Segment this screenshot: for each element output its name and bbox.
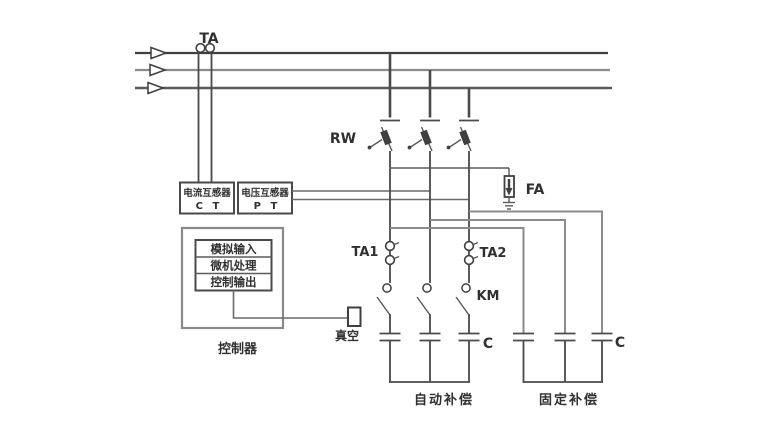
arrester-fa: FA <box>390 167 545 210</box>
fixed-bank-label: 固定补偿 <box>539 392 599 408</box>
pt-box-name: 电压互感器 <box>241 187 289 199</box>
capacitor-icon <box>419 332 441 382</box>
ct-sensor-ta1: TA1 <box>352 240 400 266</box>
c-label-fixed: C <box>615 335 625 351</box>
km-contactor-c <box>455 283 471 333</box>
controller-box <box>180 226 285 330</box>
controller-row-control-output: 控制输出 <box>211 275 257 289</box>
fuse-body-icon <box>459 129 471 146</box>
controller-row-analog-input: 模拟输入 <box>211 242 257 256</box>
fuse-rw-phase-b <box>407 70 440 283</box>
ct-coil-icon <box>204 42 216 54</box>
pt-box-abbr: P T <box>254 201 281 212</box>
fuse-lever <box>369 138 383 149</box>
km-contactor-b <box>416 283 432 333</box>
bus-arrow-icon <box>149 63 168 77</box>
ct-coil-icon <box>463 254 475 266</box>
controller-group: 模拟输入 微机处理 控制输出 控制器 <box>180 226 348 357</box>
fuse-lever-dot <box>407 145 412 150</box>
ct-coil-icon <box>384 240 396 252</box>
pt-box-group: 电压互感器 P T <box>237 181 469 215</box>
ta-label: TA <box>199 31 218 47</box>
arrester-arrow-head <box>505 188 513 196</box>
fixed-feed-phase-c <box>469 210 603 333</box>
fixed-bank-feeds <box>390 210 603 333</box>
auto-capacitor-bank: C 自动补偿 <box>379 332 493 408</box>
coil-tick <box>473 241 479 246</box>
ground-icon <box>503 201 515 210</box>
km-label: KM <box>476 289 499 304</box>
switch-blade <box>376 296 391 316</box>
capacitor-icon <box>513 332 534 382</box>
fuse-body-icon <box>420 129 432 146</box>
contact-icon <box>382 283 392 293</box>
ct-sensor-ta2: TA2 <box>463 240 507 266</box>
switch-blade <box>416 296 431 316</box>
fuse-body-icon <box>380 129 392 146</box>
km-contactor-a <box>376 283 392 333</box>
bus-lines <box>135 46 612 95</box>
pt-box <box>237 181 293 215</box>
vacuum-switch-icon <box>347 306 362 327</box>
rw-label: RW <box>330 131 356 147</box>
vacuum-switch-group: 真空 <box>335 306 362 343</box>
controller-row-mcu-processing: 微机处理 <box>210 259 257 273</box>
controller-label: 控制器 <box>218 341 258 357</box>
fuse-rw-phase-c <box>446 88 479 283</box>
fixed-feed-phase-b <box>430 219 566 333</box>
capacitor-icon <box>591 332 613 382</box>
ct-box <box>179 181 235 215</box>
fuse-lever-dot <box>446 145 451 150</box>
control-output-line <box>232 290 348 319</box>
ta1-label: TA1 <box>352 245 379 260</box>
auto-bank-label: 自动补偿 <box>414 392 474 408</box>
controller-inner-box <box>194 239 273 292</box>
bus-arrow-icon <box>147 81 166 95</box>
coil-tick <box>473 255 479 260</box>
ct-box-name: 电流互感器 <box>183 187 231 199</box>
current-transformer-ta: TA <box>195 31 219 183</box>
fixed-feed-phase-a <box>390 227 525 333</box>
fuse-lever-dot <box>367 145 372 150</box>
capacitor-icon <box>458 332 480 382</box>
bus-arrow-icon <box>150 46 169 60</box>
fuse-lever <box>448 138 462 149</box>
contact-icon <box>461 283 471 293</box>
ct-coil-icon <box>195 42 206 54</box>
coil-tick <box>394 255 400 260</box>
c-label-auto: C <box>483 336 493 352</box>
capacitor-icon <box>379 332 401 382</box>
ct-coil-icon <box>463 240 475 252</box>
fixed-capacitor-bank: C 固定补偿 <box>513 332 625 408</box>
coil-tick <box>394 241 400 246</box>
capacitor-icon <box>554 332 576 382</box>
km-contactors: KM <box>376 283 500 333</box>
vacuum-label: 真空 <box>335 328 359 343</box>
ct-coil-icon <box>384 254 396 266</box>
contact-icon <box>422 283 432 293</box>
fa-label: FA <box>526 182 545 198</box>
ct-box-group: 电流互感器 C T <box>179 181 235 215</box>
ta2-label: TA2 <box>480 246 507 261</box>
switch-blade <box>455 296 470 316</box>
fuse-lever <box>409 138 423 149</box>
ct-box-abbr: C T <box>196 201 223 212</box>
